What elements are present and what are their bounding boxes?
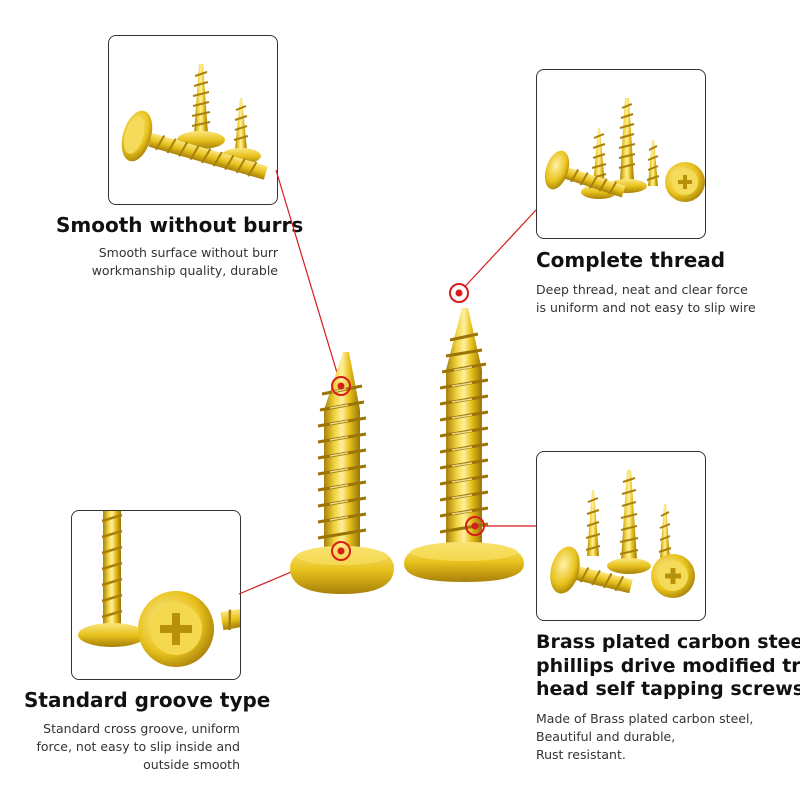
groove-line-3: outside smooth	[143, 757, 240, 773]
callout-line-groove	[238, 550, 342, 595]
thread-screws-image	[544, 98, 705, 202]
smooth-photo-panel	[108, 35, 278, 205]
product-photo-panel	[536, 451, 706, 621]
smooth-line-1: Smooth surface without burr	[98, 245, 278, 260]
left-screw-illustration	[290, 352, 394, 594]
smooth-screws-image	[121, 64, 268, 180]
product-line-2: Beautiful and durable,	[536, 729, 676, 745]
smooth-line-2: workmanship quality, durable	[91, 263, 278, 279]
marker-thread	[449, 283, 469, 303]
product-line-1: Made of Brass plated carbon steel,	[536, 711, 754, 726]
callout-line-thread	[458, 209, 537, 294]
marker-smooth	[331, 376, 351, 396]
product-title-line-3: head self tapping screws	[536, 678, 800, 701]
groove-line-2: force, not easy to slip inside and	[36, 739, 241, 755]
groove-screws-image	[78, 511, 240, 667]
product-description: Made of Brass plated carbon steel, Beaut…	[536, 710, 753, 764]
thread-line-1: Deep thread, neat and clear force	[536, 282, 748, 297]
thread-title: Complete thread	[536, 248, 726, 272]
marker-product	[465, 516, 485, 536]
thread-description: Deep thread, neat and clear force is uni…	[536, 281, 756, 317]
callout-line-smooth	[275, 169, 342, 387]
product-title-line-2: phillips drive modified truss	[536, 654, 800, 677]
right-screw-illustration	[404, 308, 524, 582]
thread-line-2: is uniform and not easy to slip wire	[536, 300, 756, 316]
groove-line-1: Standard cross groove, uniform	[43, 721, 240, 736]
thread-photo-panel	[536, 69, 706, 239]
product-title: Brass plated carbon steel phillips drive…	[536, 631, 800, 702]
product-title-line-1: Brass plated carbon steel	[536, 631, 800, 653]
callout-markers	[331, 283, 485, 561]
marker-groove	[331, 541, 351, 561]
product-line-3: Rust resistant.	[536, 747, 626, 763]
smooth-description: Smooth surface without burr workmanship …	[92, 244, 278, 280]
groove-photo-panel	[71, 510, 241, 680]
groove-title: Standard groove type	[24, 688, 271, 712]
product-screws-image	[550, 470, 695, 598]
smooth-title: Smooth without burrs	[56, 213, 304, 237]
groove-description: Standard cross groove, uniform force, no…	[37, 720, 241, 774]
